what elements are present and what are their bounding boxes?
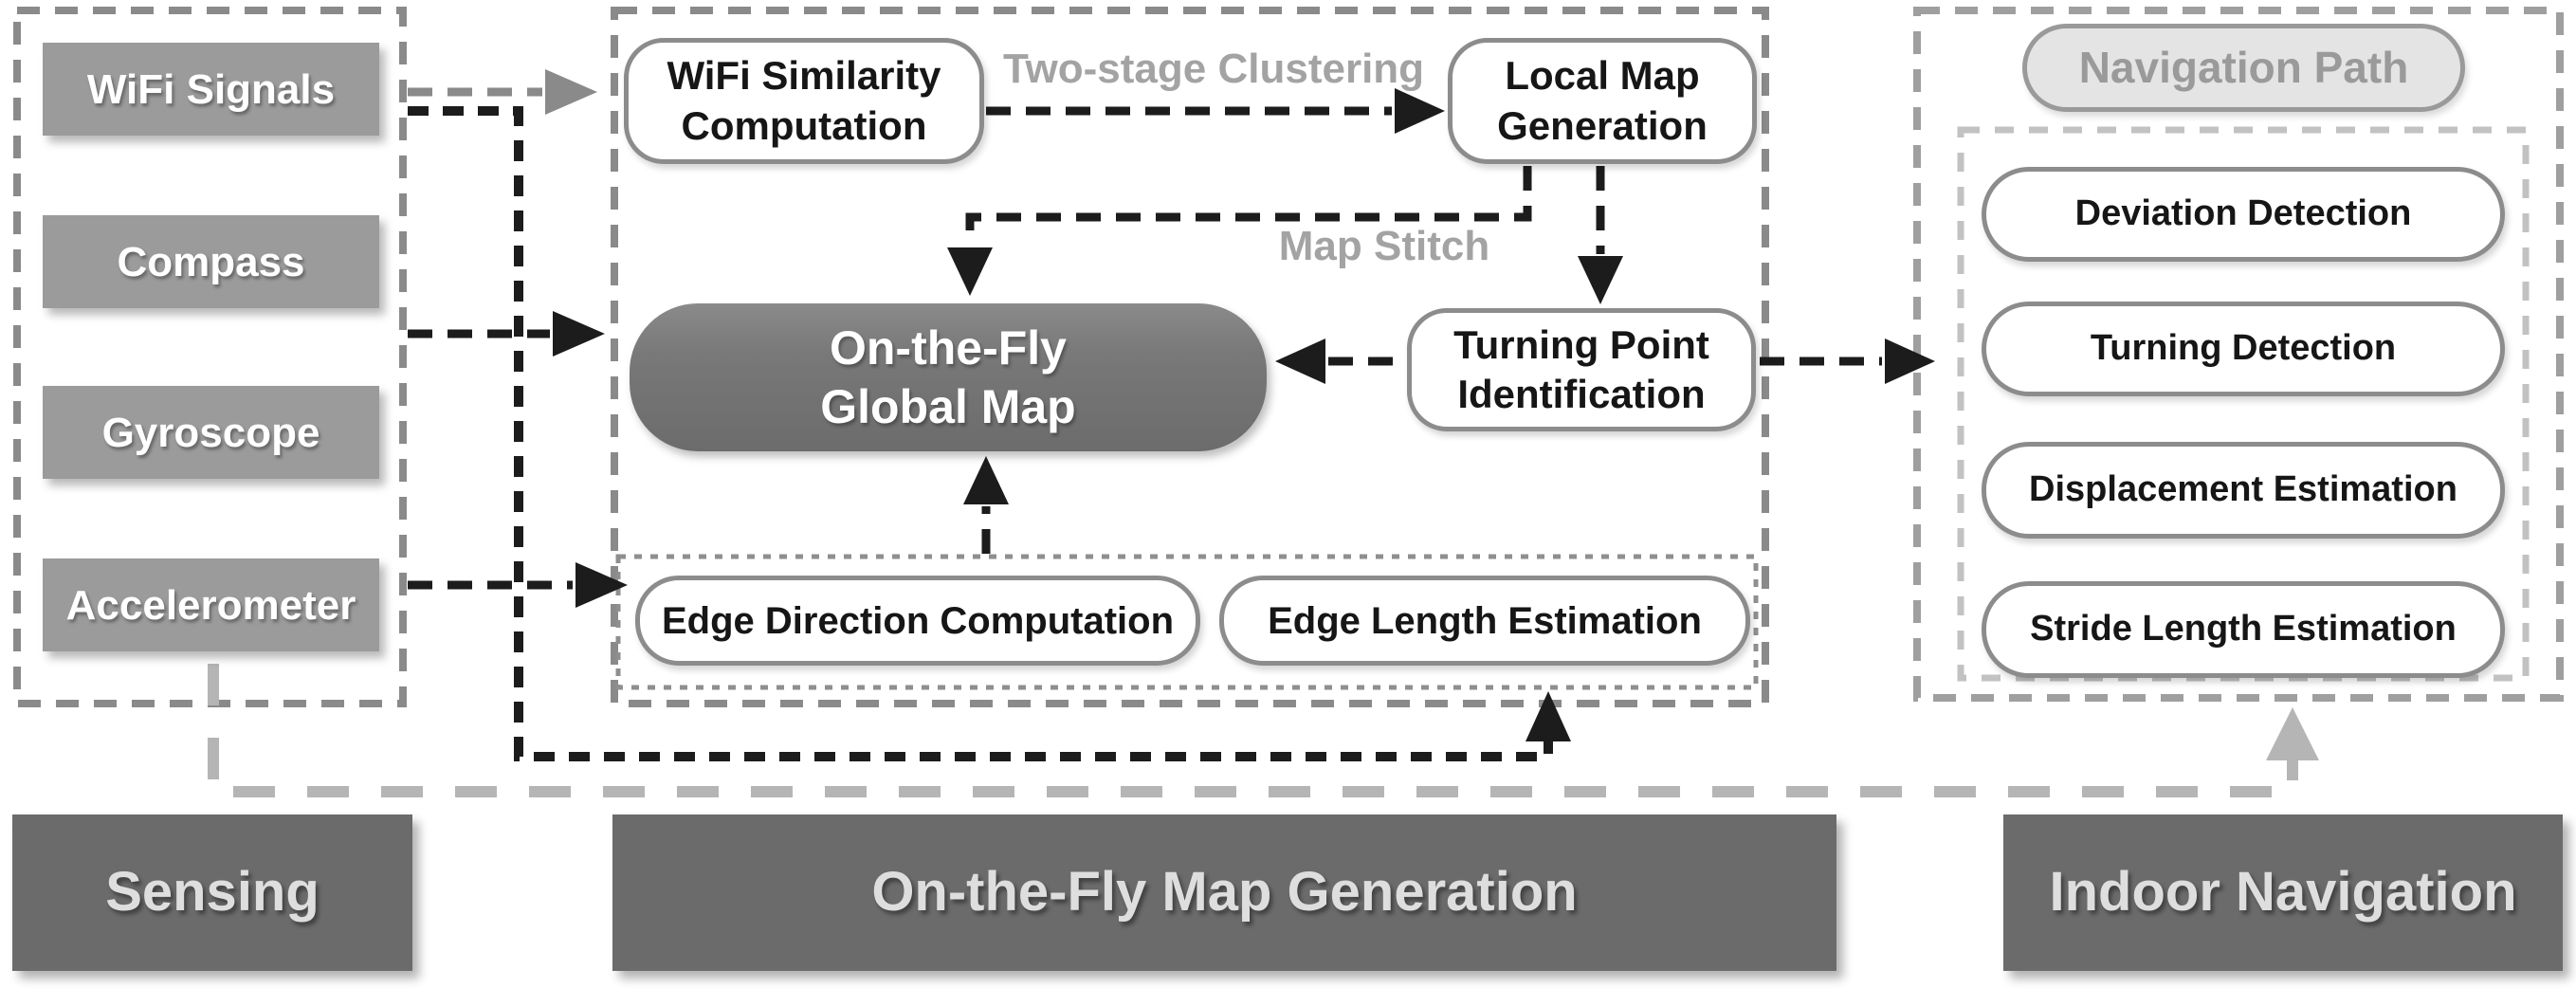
arrowhead-turning-point-to-global-map xyxy=(1275,338,1325,384)
turning-detection-box: Turning Detection xyxy=(1982,302,2505,396)
arrowhead-local-map-to-turning-point xyxy=(1578,256,1623,304)
stride-length-estimation-box: Stride Length Estimation xyxy=(1982,581,2505,678)
edge-length-estimation-label: Edge Length Estimation xyxy=(1268,599,1702,642)
arrowhead-wifi-to-similarity xyxy=(545,69,597,115)
navigation-path-pill: Navigation Path xyxy=(2022,24,2465,112)
turning-detection-label: Turning Detection xyxy=(2090,328,2397,369)
map-generation-section-bar: On-the-Fly Map Generation xyxy=(612,814,1836,971)
arrowhead-edges-to-global-map xyxy=(963,456,1009,504)
sensing-box-accelerometer-label: Accelerometer xyxy=(65,581,356,629)
arrowhead-sensing-to-navigation xyxy=(2266,707,2319,760)
arrowhead-compass-to-global-map xyxy=(553,311,605,357)
connector-local-map-to-global-map xyxy=(965,166,1532,246)
sensing-box-accelerometer: Accelerometer xyxy=(43,558,379,651)
deviation-detection-label: Deviation Detection xyxy=(2074,193,2412,234)
turning-point-identification-label: Turning Point Identification xyxy=(1453,321,1709,417)
sensing-box-gyroscope: Gyroscope xyxy=(43,386,379,479)
map-generation-section-title: On-the-Fly Map Generation xyxy=(871,861,1578,924)
wifi-similarity-computation-box: WiFi Similarity Computation xyxy=(624,38,984,164)
on-the-fly-global-map-box: On-the-Fly Global Map xyxy=(630,303,1267,451)
arrowhead-similarity-to-local-map xyxy=(1395,88,1445,134)
displacement-estimation-label: Displacement Estimation xyxy=(2029,469,2457,510)
arrowhead-turning-point-to-navigation xyxy=(1885,338,1935,384)
indoor-navigation-section-title: Indoor Navigation xyxy=(2049,861,2517,924)
map-stitch-label: Map Stitch xyxy=(1278,223,1490,269)
sensing-box-compass: Compass xyxy=(43,215,379,308)
edge-direction-computation-label: Edge Direction Computation xyxy=(662,599,1174,642)
wifi-similarity-computation-label: WiFi Similarity Computation xyxy=(667,53,941,148)
arrowhead-accelerometer-to-edge-direction xyxy=(575,562,628,608)
navigation-path-label: Navigation Path xyxy=(2078,42,2409,92)
edge-direction-computation-box: Edge Direction Computation xyxy=(635,576,1200,666)
two-stage-clustering-label: Two-stage Clustering xyxy=(1002,46,1425,92)
arrowhead-local-map-to-global-map xyxy=(947,247,993,296)
on-the-fly-global-map-label: On-the-Fly Global Map xyxy=(820,320,1076,434)
navigation-inner-container-border xyxy=(1957,126,2530,682)
arrowhead-wifi-to-edge-length xyxy=(1526,691,1571,741)
edge-length-estimation-box: Edge Length Estimation xyxy=(1219,576,1750,666)
sensing-section-title: Sensing xyxy=(105,861,320,924)
connector-wifi-to-edge-length xyxy=(408,106,1553,761)
connector-sensing-to-navigation xyxy=(208,664,2298,797)
sensing-box-compass-label: Compass xyxy=(117,238,305,285)
sensing-box-gyroscope-label: Gyroscope xyxy=(101,409,320,456)
sensing-box-wifi-signals: WiFi Signals xyxy=(43,43,379,136)
local-map-generation-box: Local Map Generation xyxy=(1448,38,1757,164)
displacement-estimation-box: Displacement Estimation xyxy=(1982,442,2505,539)
sensing-box-wifi-signals-label: WiFi Signals xyxy=(86,65,336,113)
deviation-detection-box: Deviation Detection xyxy=(1982,167,2505,262)
local-map-generation-label: Local Map Generation xyxy=(1497,53,1708,148)
indoor-navigation-section-bar: Indoor Navigation xyxy=(2003,814,2563,971)
edge-estimation-container-border xyxy=(615,554,1759,690)
turning-point-identification-box: Turning Point Identification xyxy=(1407,308,1756,431)
sensing-section-bar: Sensing xyxy=(12,814,412,971)
stride-length-estimation-label: Stride Length Estimation xyxy=(2030,609,2457,650)
